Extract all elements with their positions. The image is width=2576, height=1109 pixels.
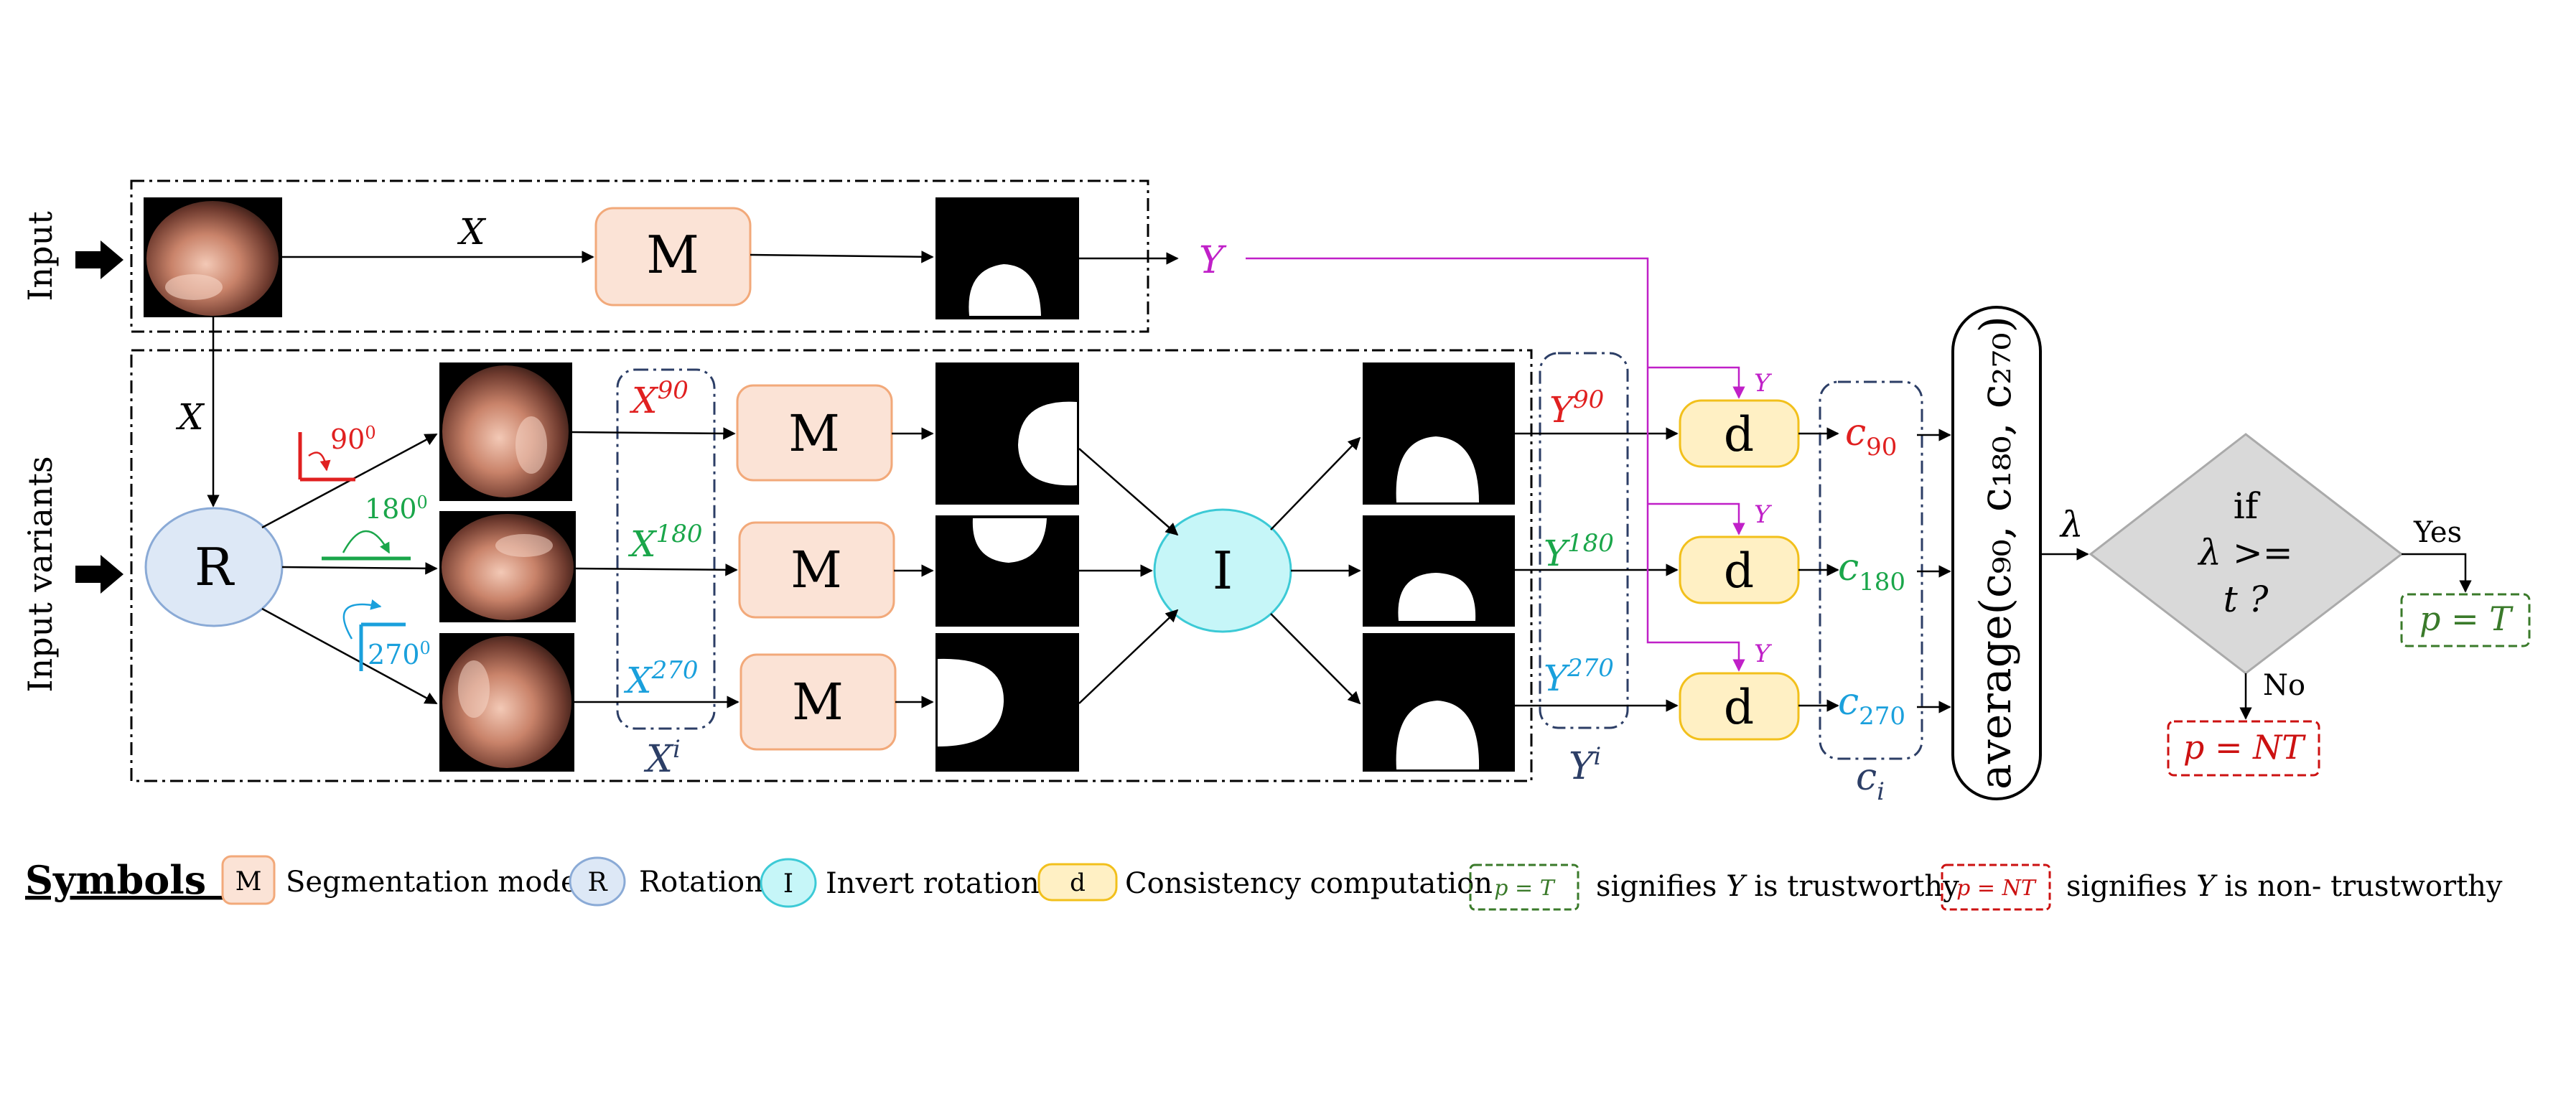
label-y270: Y270 (1544, 654, 1614, 699)
legend-model-text: Segmentation model (286, 866, 587, 899)
label-y180: Y180 (1544, 529, 1614, 574)
label-angle-270: 2700 (368, 638, 431, 670)
label-xi: Xi (643, 735, 681, 781)
legend-invert-swatch (760, 858, 817, 908)
label-c180: c180 (1838, 546, 1905, 596)
mask-output-y (935, 197, 1079, 319)
angle-270-icon (342, 599, 406, 671)
label-x-left: X (175, 396, 205, 438)
label-angle-180: 1800 (365, 492, 428, 525)
decision-line-2: λ >= (2197, 532, 2292, 574)
invert-node-label: I (1213, 541, 1233, 601)
variants-frame (130, 349, 1533, 782)
mask-rotated-270 (935, 633, 1079, 772)
decision-line-3: t ? (2223, 579, 2269, 620)
label-y90: Y90 (1549, 385, 1604, 431)
legend-model-swatch (221, 855, 276, 905)
group-yi (1539, 352, 1629, 729)
label-no: No (2263, 669, 2305, 702)
legend-invert-text: Invert rotation (826, 867, 1040, 900)
average-label: average(c₉₀, c₁₈₀, c₂₇₀) (1971, 316, 2021, 790)
decision-line-1: if (2234, 485, 2261, 527)
consistency-node-270-label: d (1724, 680, 1754, 735)
legend-title: Symbols : (25, 857, 234, 903)
endoscopy-image-90 (439, 362, 572, 501)
label-y-feed-270: Y (1754, 640, 1773, 668)
label-x-top: X (457, 211, 487, 253)
flow-arrows (207, 251, 2472, 720)
label-yes: Yes (2413, 516, 2462, 549)
model-node-input-label: M (646, 225, 699, 285)
label-angle-90: 900 (330, 423, 376, 455)
legend-trust-box (1469, 864, 1579, 911)
input-frame (130, 179, 1149, 333)
legend-nontrust-text: signifies Y is non- trustworthy (2066, 870, 2503, 903)
model-node-270-label: M (792, 673, 844, 731)
y-feed-lines (1246, 257, 1745, 672)
label-x180: X180 (627, 520, 703, 565)
legend-nontrust-box (1941, 864, 2051, 911)
legend-rotation-swatch-label: R (587, 868, 607, 897)
entry-arrow-variants (75, 555, 123, 594)
input-endoscopy-image (144, 197, 282, 317)
legend-rotation-swatch (569, 856, 626, 907)
legend-consistency-swatch (1037, 863, 1118, 902)
mask-restored-90 (1363, 362, 1515, 505)
legend: Symbols : M Segmentation model R Rotatio… (25, 855, 2503, 911)
output-nontrustworthy-box (2167, 720, 2320, 777)
label-ci: ci (1856, 756, 1885, 806)
label-c90: c90 (1845, 411, 1897, 462)
label-x90: X90 (629, 376, 689, 421)
consistency-node-180-label: d (1724, 543, 1754, 599)
average-box (1951, 306, 2042, 800)
endoscopy-image-180 (439, 511, 576, 622)
legend-rotation-text: Rotation (639, 866, 763, 899)
row-label-variants: Input variants (21, 456, 60, 692)
angle-180-icon (322, 530, 411, 561)
label-y-feed-180: Y (1754, 500, 1773, 529)
rotation-node-label: R (195, 537, 235, 597)
consistency-node-90-label: d (1724, 407, 1754, 462)
entry-arrow-input (75, 240, 123, 279)
legend-model-swatch-label: M (235, 867, 262, 897)
group-xi (616, 368, 716, 730)
mask-rotated-90 (935, 362, 1079, 505)
legend-consistency-text: Consistency computation (1125, 867, 1493, 900)
label-x270: X270 (623, 656, 699, 701)
row-label-input: Input (21, 211, 60, 301)
output-nontrustworthy-label: p = NT (2183, 728, 2306, 767)
label-y-feed-90: Y (1754, 369, 1773, 398)
model-node-input (594, 207, 752, 307)
mask-rotated-180 (935, 515, 1079, 627)
label-lambda: λ (2059, 504, 2083, 546)
legend-invert-swatch-label: I (783, 869, 793, 899)
legend-consistency-swatch-label: d (1070, 869, 1086, 897)
legend-nontrust-box-label: p = NT (1956, 876, 2037, 901)
mask-restored-180 (1363, 515, 1515, 627)
legend-trust-text: signifies Y is trustworthy (1596, 870, 1959, 903)
label-y-output: Y (1199, 239, 1227, 282)
endoscopy-image-270 (439, 633, 574, 772)
model-node-90-label: M (788, 404, 840, 463)
model-node-180-label: M (790, 541, 842, 599)
legend-trust-box-label: p = T (1494, 876, 1555, 901)
output-trustworthy-box (2400, 593, 2531, 647)
angle-90-icon (298, 432, 355, 482)
mask-restored-270 (1363, 633, 1515, 772)
label-yi: Yi (1569, 742, 1601, 788)
output-trustworthy-label: p = T (2419, 599, 2514, 638)
label-c270: c270 (1838, 680, 1905, 731)
